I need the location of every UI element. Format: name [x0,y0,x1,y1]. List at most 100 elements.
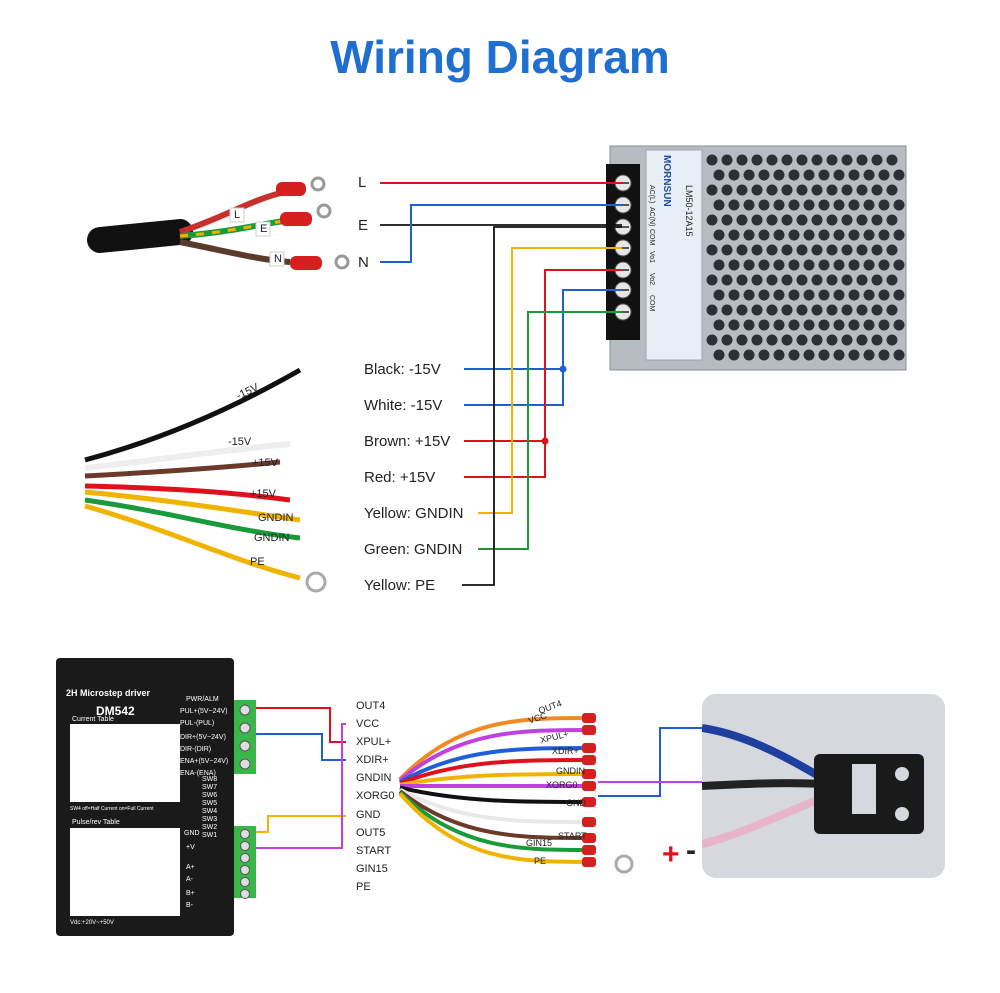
ferrule [582,755,596,765]
vent-hole [766,304,778,316]
vent-hole [833,199,845,211]
vent-hole [871,184,883,196]
driver-switch-label: SW8 [202,776,218,783]
driver-power-pin: GND [184,830,200,837]
psu-wire-label: Black: -15V [364,361,441,378]
vent-hole [841,334,853,346]
vent-hole [893,199,905,211]
driver-title: 2H Microstep driver [66,688,151,698]
vent-hole [736,184,748,196]
vent-hole [773,289,785,301]
vent-hole [713,289,725,301]
wire-white-neg15 [464,369,564,406]
vent-hole [803,319,815,331]
vent-hole [871,214,883,226]
driver-pulse-table-title: Pulse/rev Table [72,819,120,826]
ferrule [582,725,596,735]
junction-blue [559,365,567,373]
vent-hole [856,184,868,196]
vent-hole [796,214,808,226]
vent-hole [728,259,740,271]
wire-sensor-blue [598,727,720,797]
vent-hole [736,214,748,226]
vent-hole [706,274,718,286]
vent-hole [773,229,785,241]
ferrule [582,797,596,807]
vent-hole [811,154,823,166]
ferrule [582,817,596,827]
vent-hole [736,154,748,166]
vent-hole [826,334,838,346]
driver-power-pin: A- [186,876,193,883]
vent-hole [758,319,770,331]
vent-hole [796,304,808,316]
vent-hole [788,349,800,361]
vent-hole [811,184,823,196]
vent-hole [758,199,770,211]
vent-hole [863,319,875,331]
vent-hole [878,319,890,331]
vent-hole [788,199,800,211]
vent-hole [803,349,815,361]
vent-hole [878,229,890,241]
vent-hole [773,169,785,181]
psu-model: LM50-12A15 [684,185,694,237]
sensor-photo [702,694,945,878]
wire-yellow-gndin [478,247,622,514]
vent-hole [706,214,718,226]
vent-hole [811,304,823,316]
vent-hole [811,274,823,286]
vent-hole [758,289,770,301]
junction-red [541,437,549,445]
vent-hole [871,154,883,166]
signal-label: XORG0 [356,790,395,802]
signal-cable-wire [398,728,591,782]
driver-pin-label: PWR/ALM [186,696,219,703]
driver-power-pin: +V [186,844,195,851]
psu-label-plate [645,149,703,361]
vent-hole [736,274,748,286]
driver-pin-label: ENA-(ENA) [180,770,216,777]
signal-cable-wire [398,792,591,864]
vent-hole [751,184,763,196]
vent-hole [773,319,785,331]
signal-cable-wire [399,785,591,804]
vent-hole [706,304,718,316]
ac-wires [380,182,622,263]
vent-hole [893,259,905,271]
signal-label: OUT4 [356,700,386,712]
vent-hole [848,349,860,361]
psu-wire-label: Red: +15V [364,469,436,486]
vent-hole [818,349,830,361]
driver-switch-label: SW1 [202,832,218,839]
driver-switch-label: SW2 [202,824,218,831]
vent-hole [826,214,838,226]
signal-cable-wire [398,716,591,781]
vent-hole [893,289,905,301]
dc-tag: PE [250,556,265,568]
wire-red-pos15 [464,441,546,478]
signal-tag: START [558,831,587,841]
vent-hole [728,289,740,301]
vent-hole [848,289,860,301]
dc-cable [84,367,327,593]
vent-hole [743,229,755,241]
vent-hole [796,334,808,346]
ferrule [582,743,596,753]
signal-label: GIN15 [356,863,388,875]
signal-label: VCC [356,718,380,730]
vent-hole [721,304,733,316]
vent-hole [878,289,890,301]
vent-hole [766,334,778,346]
wire-black-neg15 [464,289,622,370]
driver-signal-terminal [234,700,256,774]
vent-hole [856,154,868,166]
vent-hole [773,349,785,361]
vent-hole [751,274,763,286]
vent-hole [721,184,733,196]
vent-hole [788,169,800,181]
vent-hole [863,199,875,211]
ferrule [582,845,596,855]
signal-label: GNDIN [356,772,392,784]
wire-dir-blue [256,733,346,761]
